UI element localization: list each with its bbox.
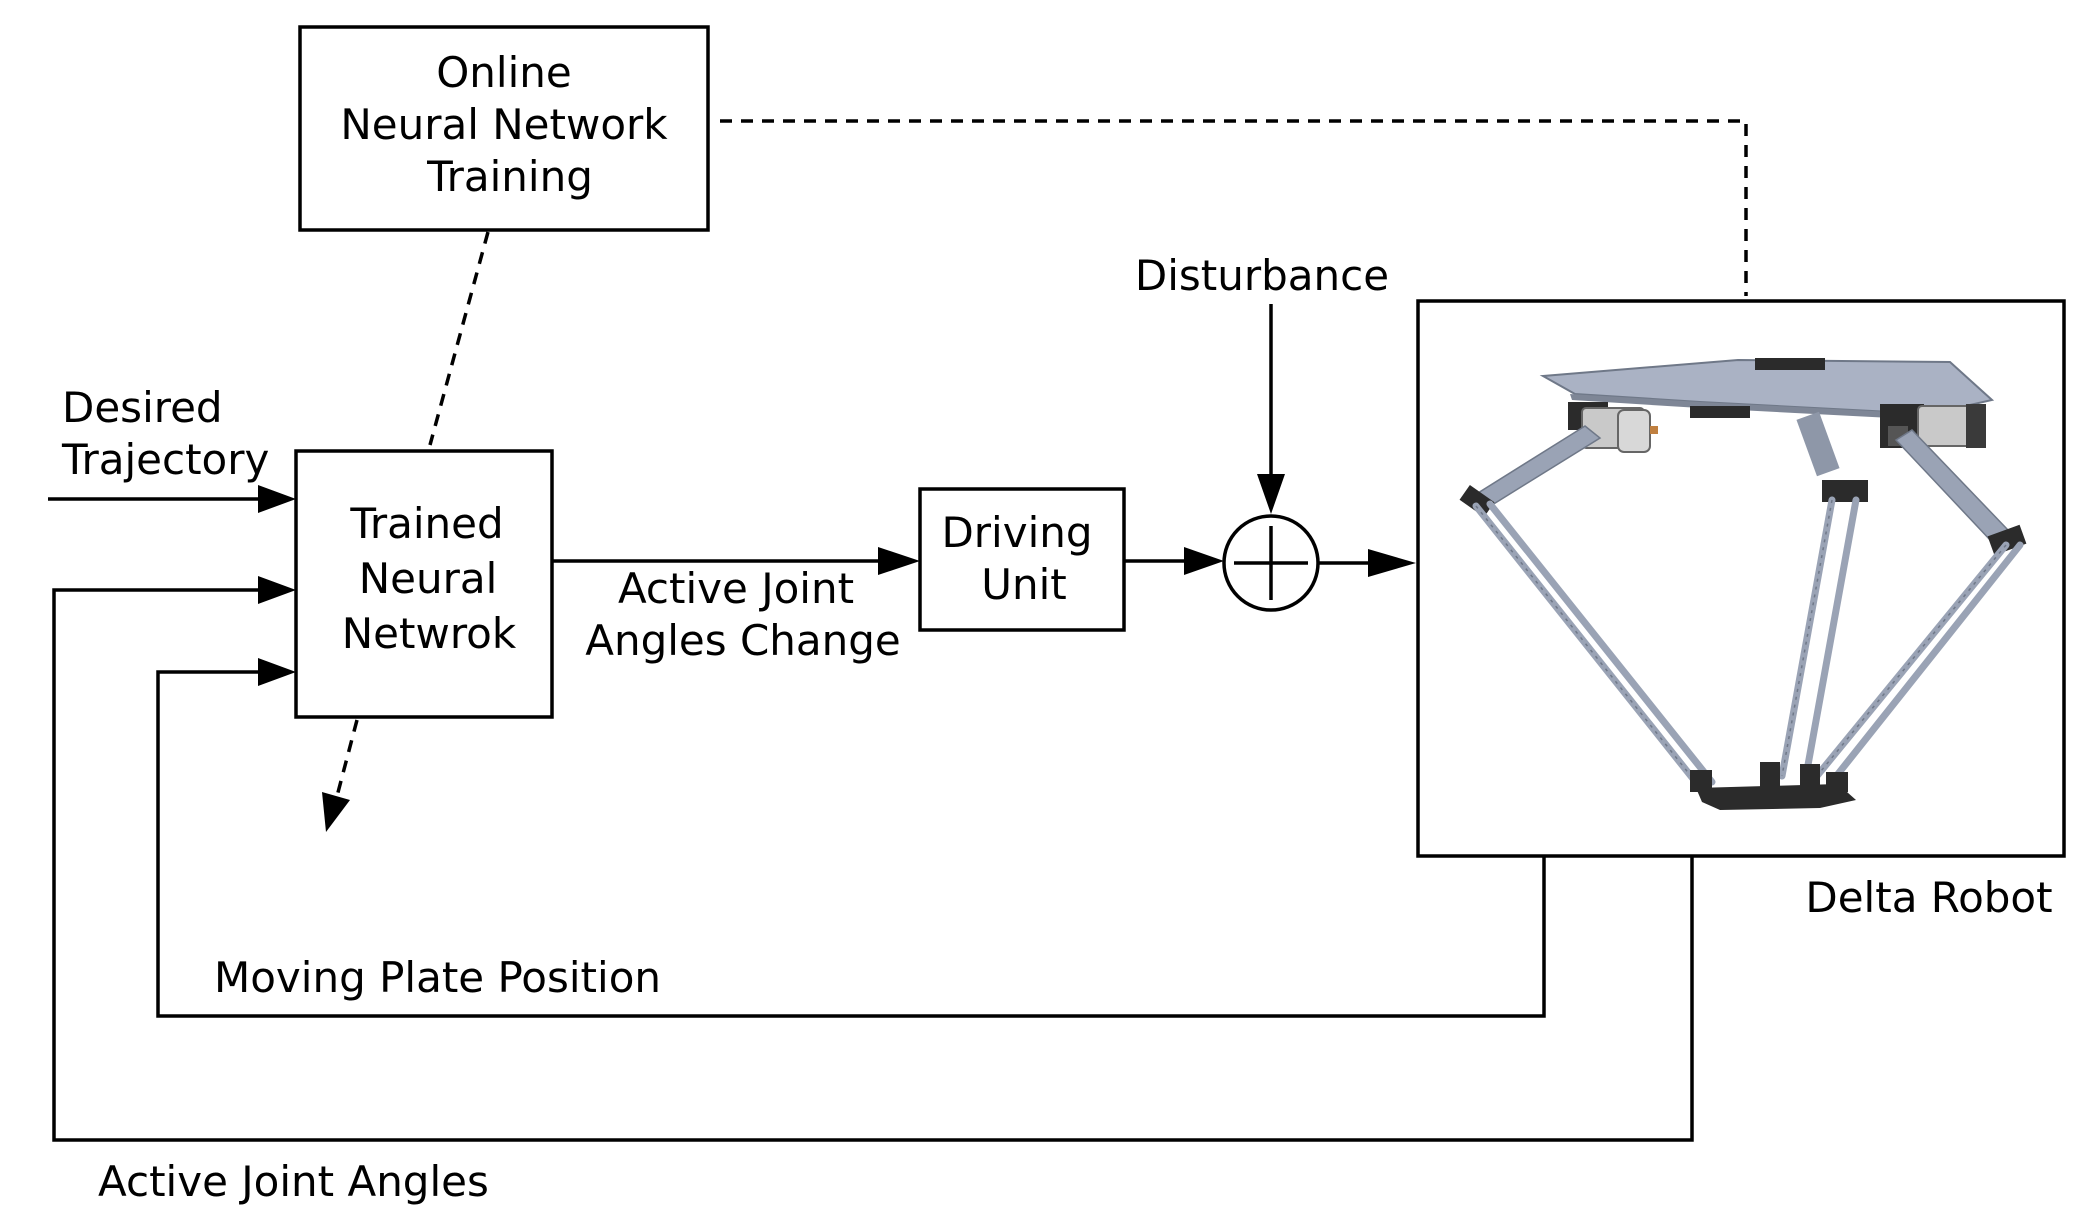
online-training-line-1: Online <box>436 48 571 97</box>
disturbance-arrowhead <box>1257 474 1285 514</box>
circle-plus-icon <box>1222 514 1320 612</box>
active-joint-angles-change-line-1: Active Joint <box>618 564 854 613</box>
delta-robot-block <box>1416 299 2066 858</box>
active-joint-angles-change-line-2: Angles Change <box>585 616 901 665</box>
desired-trajectory-line-1: Desired <box>62 383 223 432</box>
trained-nn-line-2: Neural <box>359 554 498 603</box>
driving-unit-line-1: Driving <box>941 508 1092 557</box>
driving-to-sum-arrowhead <box>1184 547 1224 575</box>
moving-plate-position-label: Moving Plate Position <box>214 953 661 1002</box>
nn-output-dashed-arrowhead <box>322 792 350 832</box>
moving-plate-position-feedback-path <box>156 670 1546 1018</box>
desired-trajectory-line-2: Trajectory <box>61 435 269 484</box>
active-joint-angles-arrowhead <box>258 576 296 604</box>
delta-robot-label: Delta Robot <box>1805 873 2052 922</box>
nn-output-dashed-arrow <box>334 719 359 801</box>
active-joint-angles-feedback-path <box>52 588 1694 1142</box>
sum-to-robot-arrowhead <box>1368 549 1416 577</box>
trained-nn-line-1: Trained <box>349 499 503 548</box>
online-training-line-3: Training <box>426 152 593 201</box>
desired-trajectory-arrowhead <box>258 485 296 513</box>
disturbance-label: Disturbance <box>1135 251 1389 300</box>
online-training-line-2: Neural Network <box>340 100 668 149</box>
nn-to-driving-arrowhead <box>878 547 920 575</box>
robot-right-motor <box>1880 404 1986 448</box>
training-to-robot-dashed-link <box>720 119 1748 296</box>
driving-unit-block: Driving Unit <box>918 487 1126 632</box>
driving-unit-line-2: Unit <box>981 560 1067 609</box>
trained-nn-block: Trained Neural Netwrok <box>294 449 554 719</box>
online-training-block: Online Neural Network Training <box>298 25 710 232</box>
moving-plate-position-arrowhead <box>258 658 296 686</box>
delta-robot-illustration <box>1459 358 2027 810</box>
active-joint-angles-label: Active Joint Angles <box>98 1157 489 1206</box>
trained-nn-line-3: Netwrok <box>342 609 517 658</box>
training-to-nn-dashed-link <box>428 231 490 446</box>
